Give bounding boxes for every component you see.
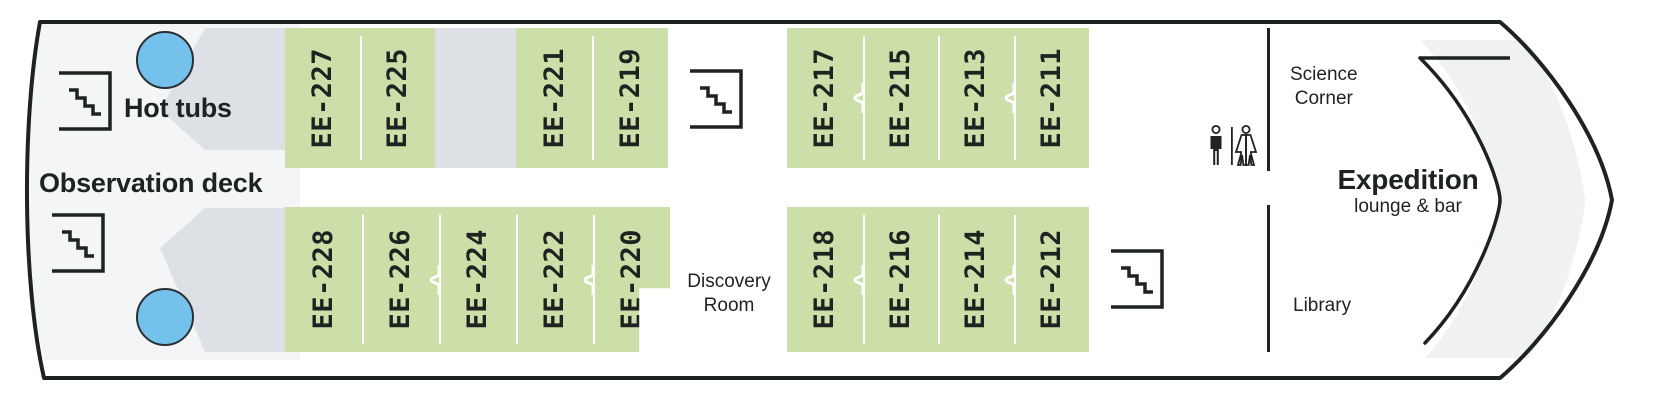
cabin-label: EE-226: [385, 229, 416, 330]
cabin-label: EE-228: [308, 229, 339, 330]
restroom-icon-men: [1210, 125, 1222, 165]
cabin-group-lower-1: EE-228 EE-226 EE-224 EE-222 EE-220: [285, 207, 670, 352]
discovery-room-line1: Discovery: [687, 271, 771, 292]
bow-gray-band: [1420, 40, 1585, 358]
partition-line-lower: [1267, 205, 1270, 352]
cabin-label: EE-213: [960, 47, 992, 149]
bow-inner-line: [1418, 56, 1502, 345]
cabin-EE-227[interactable]: EE-227: [285, 28, 360, 168]
cabin-EE-218[interactable]: EE-218: [787, 207, 863, 352]
cabin-group-upper-2: EE-221 EE-219: [516, 28, 668, 168]
stairs-icon-upper-left: [57, 70, 115, 132]
cabin-label: EE-214: [960, 229, 992, 330]
cabin-label: EE-219: [614, 47, 646, 149]
cabin-label: EE-216: [884, 229, 916, 330]
cabin-label: EE-218: [809, 229, 841, 330]
cabin-EE-214[interactable]: EE-214: [938, 207, 1014, 352]
cabin-EE-219[interactable]: EE-219: [592, 28, 668, 168]
library-label: Library: [1293, 295, 1352, 316]
discovery-room-label: Discovery Room: [674, 270, 784, 318]
discovery-room-line2: Room: [703, 294, 755, 316]
partition-line-upper: [1267, 28, 1270, 171]
cabin-label: EE-221: [538, 47, 570, 149]
restroom-divider: [1231, 127, 1233, 165]
cabin-label: EE-225: [382, 47, 413, 149]
hot-tub-upper[interactable]: [136, 31, 194, 89]
hull-path: [24, 20, 1614, 380]
cabin-EE-216[interactable]: EE-216: [852, 207, 939, 352]
stairs-icon-lower-right: [1109, 248, 1167, 310]
cabin-EE-221[interactable]: EE-221: [516, 28, 592, 168]
science-corner-label: Science Corner: [1290, 63, 1358, 111]
cabin-label: EE-224: [462, 229, 493, 330]
restroom-icon-women: [1234, 125, 1258, 166]
science-corner-line2: Corner: [1294, 87, 1353, 109]
cabin-EE-226[interactable]: EE-226: [362, 207, 439, 352]
cabin-EE-212[interactable]: EE-212: [1003, 207, 1090, 352]
cabin-group-upper-1: EE-227 EE-225: [285, 28, 435, 168]
cabin-EE-224[interactable]: EE-224: [429, 207, 516, 352]
stairs-icon-upper-mid: [688, 68, 746, 130]
cabin-label: EE-212: [1035, 229, 1067, 330]
expedition-title: Expedition: [1337, 164, 1479, 195]
cabin-EE-222[interactable]: EE-222: [516, 207, 593, 352]
cabin-group-lower-2: EE-218 EE-216 EE-214 EE-212: [787, 207, 1089, 352]
cabin-label: EE-227: [307, 47, 338, 149]
upper-row-gap-panel: [433, 28, 518, 168]
hot-tub-lower[interactable]: [136, 288, 194, 346]
cabin-EE-225[interactable]: EE-225: [360, 28, 435, 168]
cabin-EE-215[interactable]: EE-215: [852, 28, 939, 168]
cabin-EE-217[interactable]: EE-217: [787, 28, 863, 168]
cabin-EE-228[interactable]: EE-228: [285, 207, 362, 352]
restroom-icons: [1204, 124, 1260, 168]
observation-deck-label: Observation deck: [39, 168, 263, 198]
expedition-subtitle: lounge & bar: [1354, 196, 1462, 217]
cabin-group-upper-3: EE-217 EE-215 EE-213 EE-211: [787, 28, 1089, 168]
cabin-label: EE-222: [539, 229, 570, 330]
cabin-label: EE-211: [1035, 47, 1067, 149]
stairs-icon-lower-left: [50, 212, 108, 274]
cabin-label: EE-217: [809, 47, 841, 149]
cabin-label: EE-215: [884, 47, 916, 149]
cabin-EE-211[interactable]: EE-211: [1003, 28, 1090, 168]
expedition-lounge-label: Expedition lounge & bar: [1258, 164, 1558, 218]
cabin-EE-213[interactable]: EE-213: [938, 28, 1014, 168]
hot-tubs-label: Hot tubs: [124, 93, 232, 123]
science-corner-line1: Science: [1290, 64, 1358, 85]
